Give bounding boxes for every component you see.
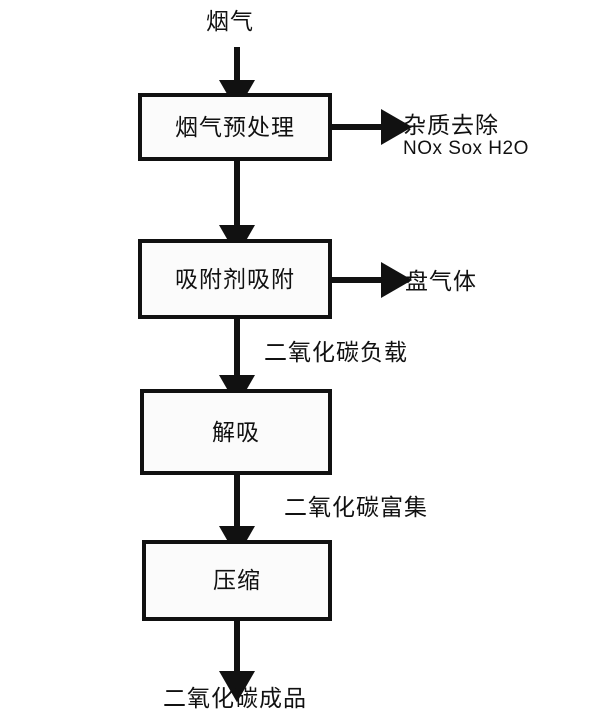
side-output-lean-gas: 盘气体 <box>405 268 477 295</box>
outlet-label-text: 二氧化碳成品 <box>163 685 307 711</box>
node-desorption-label: 解吸 <box>212 418 260 445</box>
edge-label-co2-enriched: 二氧化碳富集 <box>284 494 428 521</box>
inlet-label-text: 烟气 <box>206 8 254 34</box>
side-output-lean-gas-text: 盘气体 <box>405 268 477 294</box>
side-output-impurity-removal: 杂质去除 NOx Sox H2O <box>403 112 529 160</box>
node-desorption[interactable]: 解吸 <box>140 389 332 475</box>
node-pretreatment-label: 烟气预处理 <box>175 113 295 140</box>
side-output-impurity-removal-line1: 杂质去除 <box>403 112 499 138</box>
edge-label-co2-loaded-text: 二氧化碳负载 <box>264 339 408 365</box>
node-compression[interactable]: 压缩 <box>142 540 332 621</box>
side-output-impurity-removal-line2: NOx Sox H2O <box>403 138 529 160</box>
edge-label-co2-enriched-text: 二氧化碳富集 <box>284 494 428 520</box>
edge-label-co2-loaded: 二氧化碳负载 <box>264 339 408 366</box>
node-pretreatment[interactable]: 烟气预处理 <box>138 93 332 161</box>
node-compression-label: 压缩 <box>213 567 261 593</box>
node-adsorption-label: 吸附剂吸附 <box>175 265 295 292</box>
node-adsorption[interactable]: 吸附剂吸附 <box>138 239 332 319</box>
inlet-label: 烟气 <box>206 8 254 35</box>
outlet-label: 二氧化碳成品 <box>163 685 307 712</box>
